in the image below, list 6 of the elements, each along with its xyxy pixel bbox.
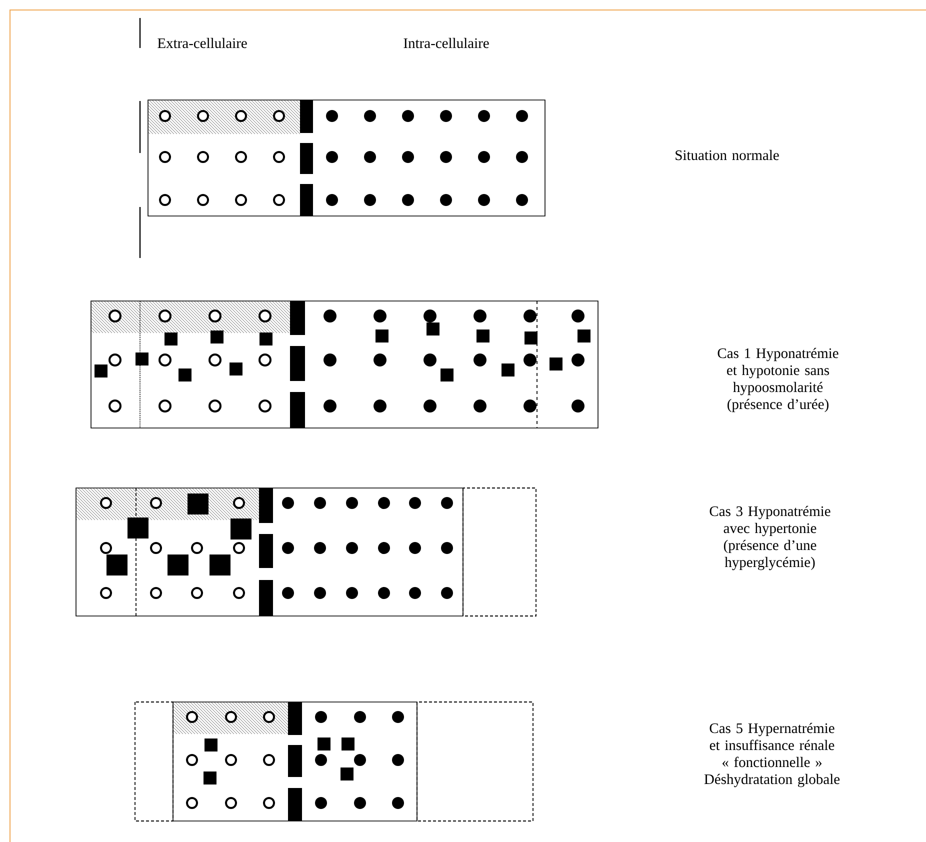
column-heading: Intra-cellulaire xyxy=(404,38,489,48)
column-heading: Extra-cellulaire xyxy=(158,38,247,48)
case-caption: Cas 1 Hyponatrémie et hypotonie sans hypoosmolarité (présence d’urée) xyxy=(718,348,838,412)
case-caption: Situation normale xyxy=(676,150,779,160)
case-caption: Cas 5 Hypernatrémie et insuffisance rénale « fonctionnelle » Déshydratation globale xyxy=(704,722,840,788)
case-caption: Cas 3 Hyponatrémie avec hypertonie (présence d’une hyperglycémie) xyxy=(710,506,830,570)
